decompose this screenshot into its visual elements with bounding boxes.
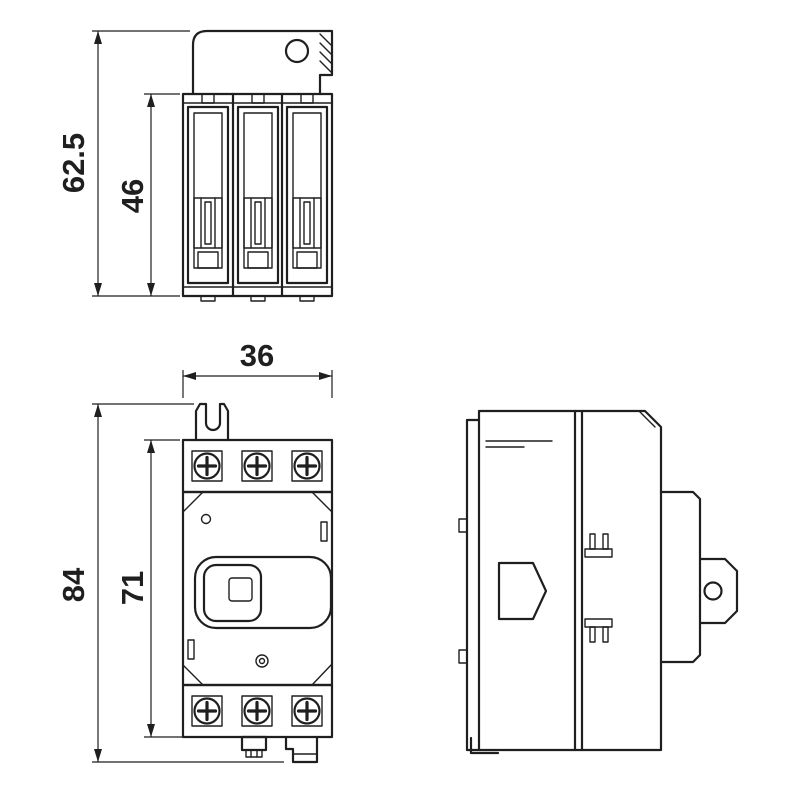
screw-terminal xyxy=(190,449,224,483)
lower-contact-pin xyxy=(589,626,596,643)
pole-divider-lines xyxy=(231,92,284,298)
center-pin xyxy=(255,654,269,668)
top-view xyxy=(181,29,334,303)
dimension-label-46: 46 xyxy=(115,179,150,213)
label-lines xyxy=(485,440,553,448)
terminal-shroud xyxy=(659,490,702,664)
dimension-label-84: 84 xyxy=(56,567,91,602)
toggle-recess xyxy=(193,555,333,630)
body-outline xyxy=(181,92,334,298)
upper-contact-base xyxy=(584,548,613,558)
side-slot-left xyxy=(187,639,195,660)
bottom-clip xyxy=(240,735,268,758)
extension-lines xyxy=(92,30,190,297)
extension-lines xyxy=(182,370,333,398)
screw-terminal xyxy=(240,449,274,483)
rail-profile-cutout xyxy=(497,561,548,621)
top-chamfer-line xyxy=(638,410,656,428)
upper-contact-pin xyxy=(589,533,596,550)
lower-contact-pin xyxy=(602,626,609,643)
dimension-top-overall-height: 62.5 xyxy=(56,30,190,297)
bottom-foot xyxy=(284,735,319,764)
din-clip-tab xyxy=(194,402,230,442)
rail-clip-upper xyxy=(458,518,468,533)
pole-module xyxy=(285,92,329,303)
dimension-front-width: 36 xyxy=(182,338,333,398)
extension-lines xyxy=(92,403,284,763)
dimension-label-71: 71 xyxy=(115,571,150,605)
clip-hook-line xyxy=(469,736,500,755)
front-view xyxy=(181,402,334,764)
screw-terminal xyxy=(290,449,324,483)
upper-contact-pin xyxy=(602,533,609,550)
dimension-label-36: 36 xyxy=(240,338,274,373)
center-pin-outer xyxy=(255,654,269,668)
body-edge-lines xyxy=(182,102,333,288)
bottom-clip-teeth xyxy=(245,749,263,758)
rail-clip-lower xyxy=(458,649,468,664)
lower-contact xyxy=(584,618,613,643)
dimension-front-body-height: 71 xyxy=(115,439,239,738)
bottom-clip-body xyxy=(240,735,268,752)
handle-outline xyxy=(191,29,334,96)
handle-hole xyxy=(284,38,310,64)
center-pin-inner xyxy=(258,657,266,665)
corner-chamfer-lines xyxy=(182,491,333,686)
side-view xyxy=(458,409,739,755)
screw-terminal xyxy=(190,694,224,728)
screw-terminal xyxy=(240,694,274,728)
handle-hole xyxy=(703,581,723,601)
extension-lines xyxy=(144,439,239,738)
dimension-front-overall-height: 84 xyxy=(56,403,284,763)
bottom-foot-outline xyxy=(284,735,319,764)
toggle-actuator xyxy=(202,563,263,623)
upper-contact xyxy=(584,533,613,558)
dimension-top-body-height: 46 xyxy=(115,93,180,296)
screw-terminal xyxy=(290,694,324,728)
handle-grip-hatch-lines xyxy=(319,33,333,74)
lower-contact-base xyxy=(584,618,613,628)
internal-divider-lines xyxy=(573,409,584,752)
bottom-clip-teeth-lines xyxy=(250,749,258,758)
rivet-hole xyxy=(200,513,212,525)
pole-module xyxy=(236,92,280,303)
body-outline xyxy=(465,409,663,752)
handle-profile xyxy=(698,557,739,625)
side-slot-right xyxy=(320,521,328,542)
dimension-label-62-5: 62.5 xyxy=(56,133,91,193)
dimension-annotations: 62.5 46 36 84 71 xyxy=(56,30,333,763)
toggle-window xyxy=(228,577,253,602)
pole-module xyxy=(186,92,230,303)
